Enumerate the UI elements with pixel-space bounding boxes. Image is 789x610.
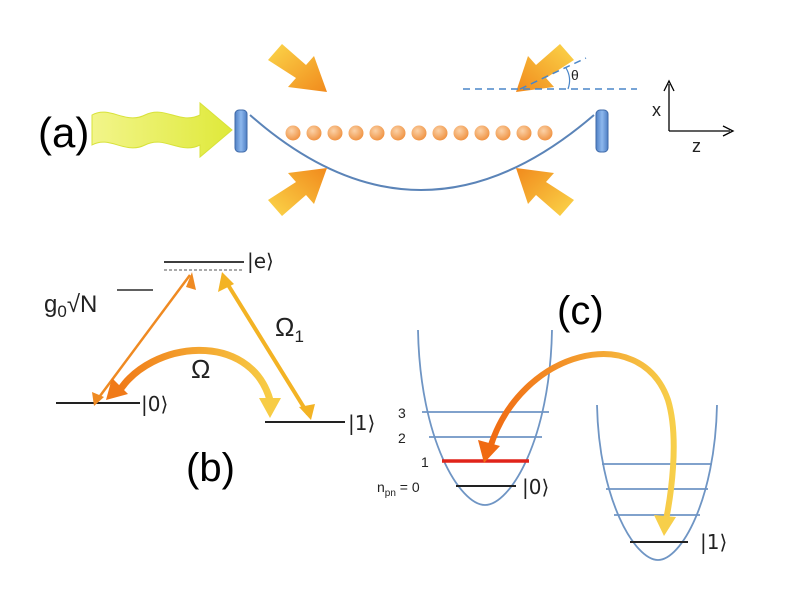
- level-0-label: npn = 0: [377, 479, 420, 499]
- atom-chain: [285, 125, 553, 141]
- transfer-arrowhead-right: [654, 515, 676, 536]
- laser-arrow-bottom-right: [516, 168, 574, 216]
- atom: [348, 125, 364, 141]
- x-axis-label: x: [652, 100, 661, 120]
- cavity-coupling-arrow: [95, 274, 192, 401]
- panel-a-label: (a): [38, 109, 89, 156]
- cavity-coupling-label: g0√N: [44, 291, 97, 321]
- laser-arrow-top-left: [268, 44, 327, 92]
- laser-arrow-bottom-left: [268, 168, 327, 216]
- z-axis-label: z: [692, 136, 701, 156]
- raman-arrowhead-right: [259, 398, 281, 418]
- level-3-label: 3: [398, 405, 406, 421]
- right-mirror: [595, 109, 609, 153]
- well-state-1-label: |1⟩: [700, 530, 727, 554]
- pump-wave-beam: [91, 101, 233, 159]
- panel-c-label: (c): [557, 289, 604, 333]
- panel-b-label: (b): [186, 446, 235, 490]
- level-2-label: 2: [398, 430, 406, 446]
- transfer-curved-arrow: [487, 351, 677, 521]
- ground-state-1-label: |1⟩: [348, 411, 375, 435]
- atom: [432, 125, 448, 141]
- raman-curved-arrow: [115, 346, 274, 402]
- x-axis-arrowhead: [663, 79, 675, 92]
- z-axis-arrowhead: [722, 125, 735, 137]
- cavity-arrowhead-bottom: [92, 392, 104, 406]
- raman-coupling-label: Ω: [191, 354, 210, 384]
- atom: [369, 125, 385, 141]
- excited-state-label: |e⟩: [247, 249, 274, 273]
- level-1-label: 1: [421, 454, 429, 470]
- atom: [411, 125, 427, 141]
- atom: [474, 125, 490, 141]
- atom: [495, 125, 511, 141]
- angle-theta-label: θ: [571, 67, 579, 83]
- cavity-mode-curve: [249, 114, 595, 191]
- laser-arrow-top-right: [516, 44, 574, 92]
- ground-state-0-label: |0⟩: [141, 392, 168, 416]
- atom: [327, 125, 343, 141]
- well-state-0-label: |0⟩: [522, 475, 549, 499]
- pump-coupling-label: Ω1: [275, 312, 304, 346]
- atom: [537, 125, 553, 141]
- angle-arc: [565, 67, 571, 90]
- cavity-arrowhead-top: [186, 272, 196, 290]
- pump-coupling-arrow: [223, 278, 310, 416]
- atom: [453, 125, 469, 141]
- left-potential-well: [417, 329, 553, 506]
- angle-beam-line: [519, 57, 587, 90]
- atom: [390, 125, 406, 141]
- right-potential-well: [596, 404, 718, 561]
- left-mirror: [234, 109, 248, 153]
- raman-arrowhead-left: [106, 378, 128, 400]
- atom: [285, 125, 301, 141]
- pump-arrowhead-top: [218, 272, 234, 292]
- atom: [516, 125, 532, 141]
- transfer-arrowhead-left: [478, 440, 500, 463]
- pump-arrowhead-bottom: [299, 404, 315, 420]
- atom: [306, 125, 322, 141]
